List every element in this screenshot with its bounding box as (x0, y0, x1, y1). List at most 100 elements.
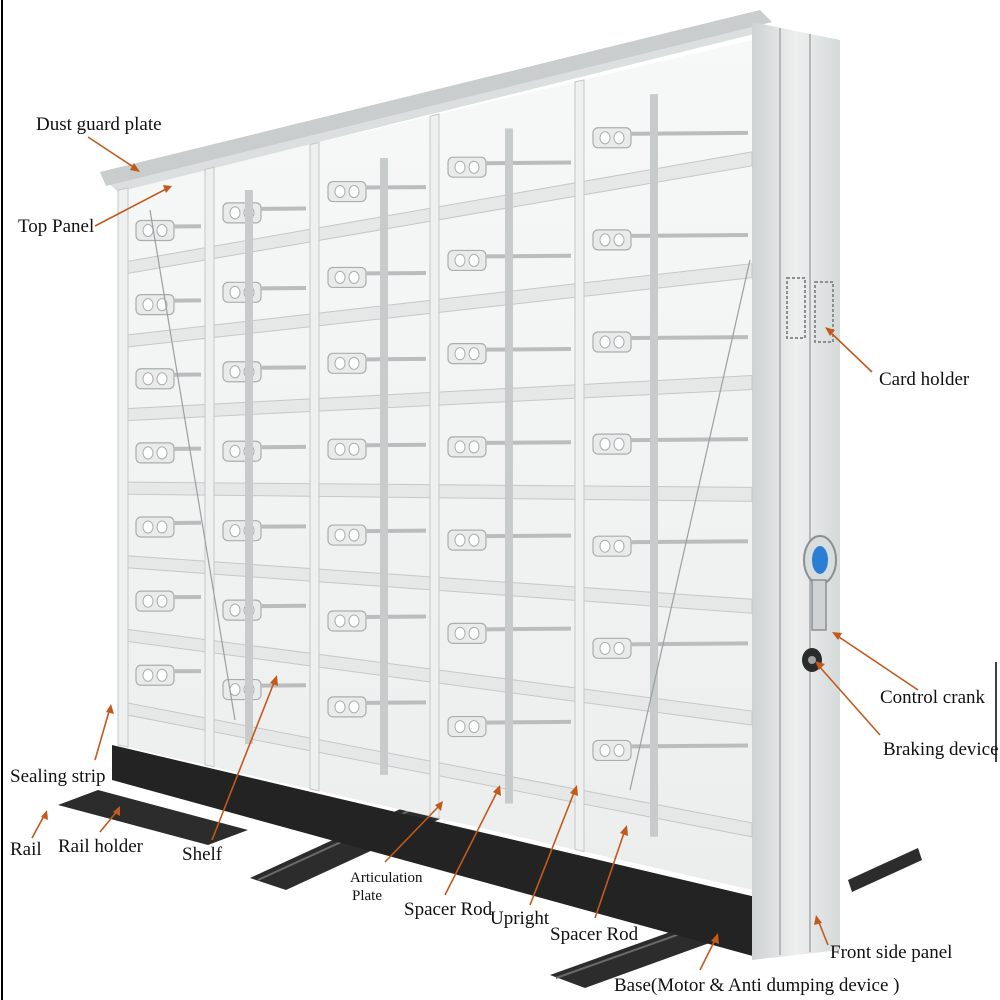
articulation-plate-hole (334, 700, 346, 714)
label-control-crank: Control crank (880, 687, 986, 708)
articulation-plate-hole (599, 743, 611, 757)
spacer-rod (630, 539, 749, 545)
label-upright: Upright (490, 908, 550, 929)
spacer-rod (630, 232, 749, 238)
articulation-plate-hole (142, 446, 154, 460)
articulation-plate-hole (142, 372, 154, 386)
articulation-plate (222, 202, 262, 224)
articulation-plate-hole (156, 446, 168, 460)
leader-top-panel (94, 187, 169, 227)
articulation-plate-hole (613, 437, 625, 451)
control-crank (803, 535, 837, 631)
braking-device (802, 648, 822, 672)
upright (574, 79, 585, 853)
articulation-plate-hole (229, 444, 241, 458)
leader-spacer-rod-right (594, 829, 626, 919)
spacer-rod (630, 743, 749, 749)
rail-back-left (58, 790, 248, 845)
articulation-plate-hole (348, 356, 360, 370)
articulation-plate (327, 524, 367, 546)
leader-dust-guard (87, 136, 139, 171)
articulation-plate-hole (468, 440, 480, 454)
articulation-plate (135, 664, 175, 686)
articulation-plate-hole (454, 626, 466, 640)
label-rail: Rail (10, 839, 42, 860)
articulation-plate (447, 529, 487, 551)
articulation-plate (592, 127, 632, 149)
arrowhead (435, 801, 443, 811)
articulation-plate-hole (468, 347, 480, 361)
articulation-plate (327, 696, 367, 718)
articulation-plate (592, 535, 632, 557)
articulation-plate-hole (156, 520, 168, 534)
articulation-plate-hole (599, 539, 611, 553)
articulation-plate (327, 610, 367, 632)
spacer-rod (485, 533, 572, 539)
articulation-plate-hole (468, 160, 480, 174)
shelf-grid (117, 79, 753, 853)
articulation-plate-hole (348, 185, 360, 199)
leader-rail (31, 813, 46, 839)
articulation-plate (222, 520, 262, 542)
articulation-plate-hole (142, 298, 154, 312)
articulation-plate-hole (613, 641, 625, 655)
label-articulation-plate-line2: Plate (352, 888, 382, 904)
articulation-plate-hole (348, 614, 360, 628)
articulation-plate (447, 715, 487, 738)
card-holder-slot (786, 277, 806, 339)
arrowhead (570, 785, 578, 796)
articulation-plate (592, 229, 632, 251)
arrowhead (832, 632, 842, 640)
label-spacer-rod-left: Spacer Rod (404, 899, 493, 920)
articulation-plate-hole (156, 372, 168, 386)
upright (204, 166, 215, 768)
leader-control-crank (835, 634, 919, 691)
leader-articulation-plate (384, 804, 441, 863)
arrowhead (825, 327, 835, 336)
arrowhead (41, 810, 48, 820)
back-upright (650, 94, 658, 837)
rail-right (848, 848, 922, 892)
label-top-panel: Top Panel (18, 216, 94, 237)
articulation-plate (447, 343, 487, 365)
label-articulation-plate-line1: Articulation (350, 870, 423, 886)
articulation-plate (592, 331, 632, 353)
articulation-plate (222, 599, 262, 621)
upright (117, 187, 129, 748)
spacer-rod (485, 253, 572, 259)
articulation-plate (222, 361, 262, 383)
articulation-plate-hole (229, 365, 241, 379)
spacer-rod (485, 626, 572, 632)
leader-base (699, 937, 717, 971)
articulation-plate-hole (468, 253, 480, 267)
front-side-panel (752, 22, 840, 960)
label-dust-guard-plate: Dust guard plate (36, 114, 162, 135)
articulation-plate-hole (334, 614, 346, 628)
upright (429, 113, 440, 819)
articulation-plate (135, 590, 175, 612)
articulation-plate-hole (334, 442, 346, 456)
articulation-plate-hole (229, 206, 241, 220)
articulation-plate-hole (156, 668, 168, 682)
articulation-plate-hole (334, 356, 346, 370)
card-holder-slot (814, 281, 834, 343)
leader-upright (529, 789, 576, 906)
arrowhead (620, 825, 628, 836)
leader-spacer-rod-left (444, 789, 499, 896)
articulation-plate (135, 294, 175, 316)
articulation-plate (592, 739, 632, 762)
articulation-plate (327, 438, 367, 460)
spacer-rod (630, 437, 749, 443)
articulation-plate (327, 266, 367, 289)
label-base: Base(Motor & Anti dumping device ) (614, 975, 899, 996)
articulation-plate-hole (348, 528, 360, 542)
arrowhead (814, 915, 822, 925)
spacer-rod (630, 335, 749, 340)
articulation-plate-hole (156, 594, 168, 608)
articulation-plate-hole (142, 520, 154, 534)
articulation-plate (222, 281, 262, 303)
articulation-plate-hole (599, 437, 611, 451)
articulation-plate (327, 352, 367, 374)
spacer-rod (485, 160, 572, 166)
spacer-rod (485, 719, 572, 725)
